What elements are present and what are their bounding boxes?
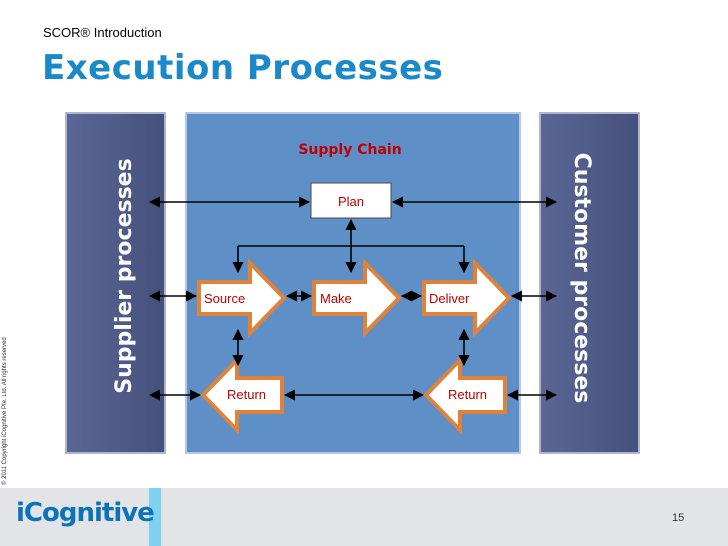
supplier-panel <box>65 112 166 454</box>
page-number: 15 <box>672 512 685 524</box>
deliver-label: Deliver <box>429 291 470 306</box>
supply-chain-label: Supply Chain <box>298 142 401 158</box>
logo-accent-bar <box>149 488 161 546</box>
plan-box <box>310 182 392 219</box>
source-shape <box>197 258 287 338</box>
customer-panel <box>539 112 640 454</box>
make-shape <box>312 258 402 338</box>
return-deliver-label: Return <box>448 387 487 402</box>
return-source-shape <box>200 355 284 435</box>
plan-label: Plan <box>338 194 364 209</box>
return-source-label: Return <box>227 387 266 402</box>
footer-bar <box>0 488 728 546</box>
customer-panel-label: Customer processes <box>569 153 594 404</box>
page-title: Execution Processes <box>42 48 444 88</box>
return-deliver-shape <box>423 355 507 435</box>
breadcrumb: SCOR® Introduction <box>43 25 162 40</box>
icognitive-logo: iCognitive <box>16 498 155 528</box>
supplier-panel-label: Supplier processes <box>112 158 137 393</box>
make-label: Make <box>320 291 352 306</box>
source-label: Source <box>204 291 245 306</box>
deliver-shape <box>422 258 512 338</box>
